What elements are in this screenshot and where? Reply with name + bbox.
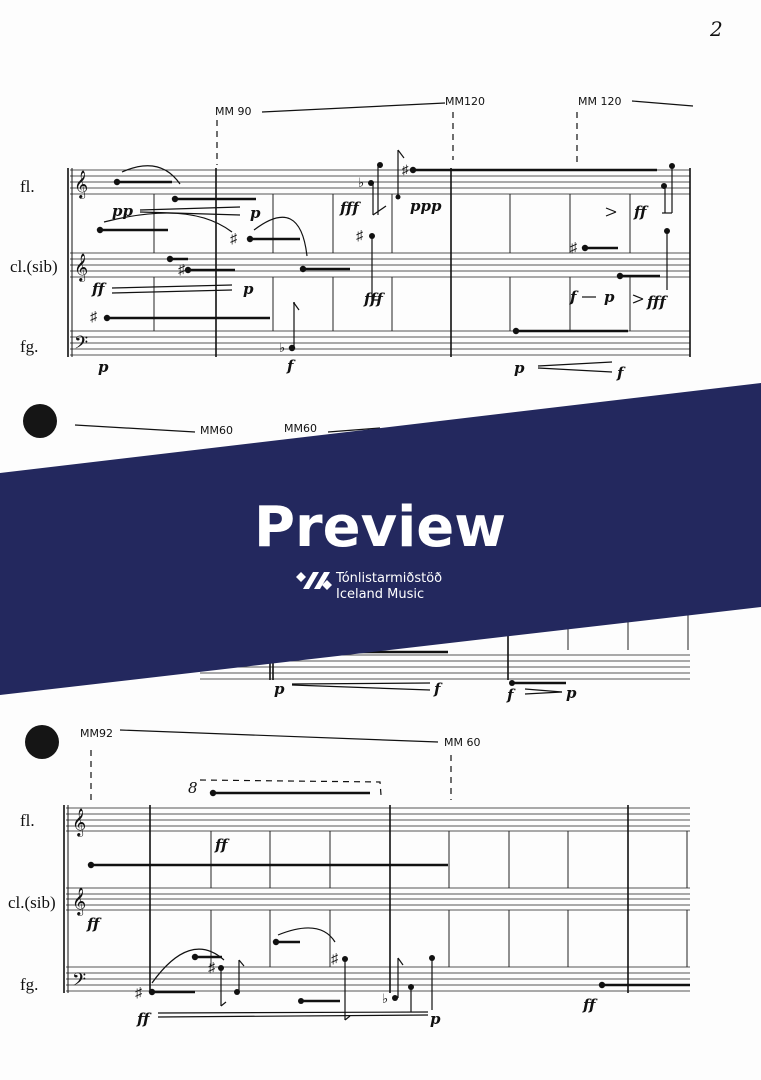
svg-text:♭: ♭ [279,340,285,355]
svg-text:p: p [274,680,285,698]
svg-text:fff: fff [363,290,385,308]
instrument-label-flute: fl. [20,177,35,196]
watermark-title: Preview [254,495,506,560]
instrument-label-clarinet: cl.(sib) [8,893,56,912]
tempo-mark: MM120 [445,95,485,108]
instrument-label-bassoon: fg. [20,975,38,994]
svg-text:ff: ff [214,836,230,854]
svg-text:ff: ff [91,280,107,298]
iceland-music-logo-icon [296,572,332,590]
tempo-mark: MM 90 [215,105,251,118]
system-3: MM92 MM 60 fl. cl.(sib) fg. 𝄞 𝄞 𝄢 8 [8,725,690,1028]
tempo-mark: MM 60 [444,736,480,749]
svg-text:fff: fff [339,199,361,217]
system-1: MM 90 MM120 MM 120 fl. cl.(sib) fg. 𝄞 𝄞 … [10,95,694,382]
svg-text:♯: ♯ [230,232,238,247]
treble-clef-icon: 𝄞 [72,809,86,837]
instrument-label-clarinet: cl.(sib) [10,257,58,276]
svg-text:fff: fff [646,293,668,311]
svg-text:ff: ff [633,203,649,221]
dynamics: pp p ff p p f fff ppp fff ff f p fff p f [91,197,668,382]
treble-clef-icon: 𝄞 [72,888,86,916]
instrument-label-flute: fl. [20,811,35,830]
brand-name-english: Iceland Music [336,587,424,602]
svg-text:f: f [433,680,443,698]
svg-text:ff: ff [86,915,102,933]
treble-clef-icon: 𝄞 [74,254,88,282]
svg-text:♯: ♯ [356,229,364,244]
svg-text:♯: ♯ [90,310,98,325]
svg-text:♭: ♭ [358,175,364,190]
svg-text:ff: ff [582,996,598,1014]
notes: ♯ ♯ ♯ ♭ [87,789,690,1021]
tempo-mark: MM92 [80,727,113,740]
svg-text:ff: ff [136,1010,152,1028]
tempo-mark: MM60 [200,424,233,437]
svg-text:♯: ♯ [135,986,143,1001]
svg-text:p: p [566,684,577,702]
tempo-mark: MM 120 [578,95,621,108]
svg-text:p: p [604,288,615,306]
svg-text:♯: ♯ [208,961,216,976]
svg-text:♯: ♯ [402,162,409,177]
svg-text:p: p [98,358,109,376]
svg-text:f: f [506,686,516,704]
section-marker-icon [25,725,59,759]
staff-bassoon [70,330,690,356]
page-number: 2 [709,17,723,41]
staff-clarinet [70,252,690,278]
octave-mark: 8 [188,779,198,797]
instrument-label-bassoon: fg. [20,337,38,356]
svg-text:♭: ♭ [382,991,388,1006]
svg-text:f: f [569,288,579,306]
svg-text:♯: ♯ [331,952,339,967]
treble-clef-icon: 𝄞 [74,171,88,199]
svg-text:p: p [250,204,261,222]
brand-name-icelandic: Tónlistarmiðstöð [335,571,442,586]
section-marker-icon [23,404,57,438]
svg-text:♯: ♯ [178,263,186,278]
svg-text:p: p [430,1010,441,1028]
bass-clef-icon: 𝄢 [74,332,88,357]
svg-text:f: f [616,364,626,382]
svg-text:♯: ♯ [570,241,578,256]
svg-text:ppp: ppp [410,197,442,215]
svg-text:p: p [243,280,254,298]
bass-clef-icon: 𝄢 [72,969,86,994]
preview-watermark-banner: Preview Tónlistarmiðstöð Iceland Music [0,383,761,695]
svg-text:p: p [514,359,525,377]
tempo-mark: MM60 [284,422,317,435]
notes: ♯ ♯ ♯ ♭ ♭ ♯ ♯ ♯ [90,149,675,373]
svg-text:f: f [286,357,296,375]
svg-text:pp: pp [112,202,133,220]
